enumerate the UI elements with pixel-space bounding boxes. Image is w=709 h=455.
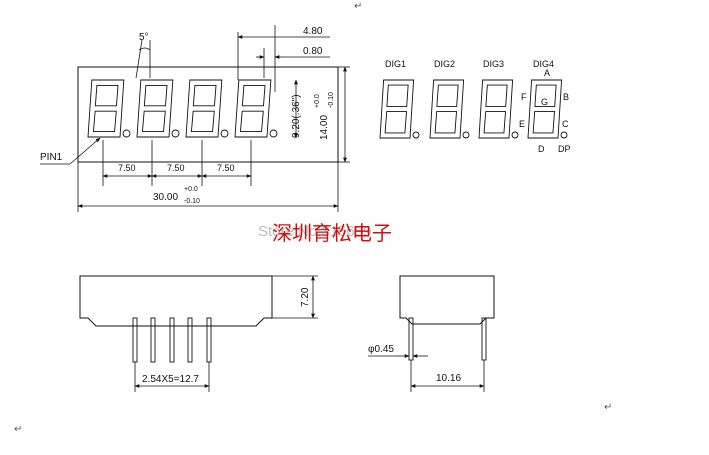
segment-label-c: C: [562, 119, 569, 129]
return-mark: ↵: [604, 402, 612, 413]
seven-segment-digit: [185, 79, 229, 138]
dim-30-tol-plus: +0.0: [184, 186, 198, 193]
segment-label-e: E: [519, 119, 525, 129]
segment-label-d: D: [538, 144, 545, 154]
pin: [150, 317, 156, 363]
dim-row-spacing: 10.16: [436, 373, 461, 384]
angle-line: [135, 39, 143, 79]
digit-label: DIG4: [533, 59, 554, 69]
decimal-point: [220, 129, 229, 138]
pin: [132, 317, 138, 363]
dim-30-tol-minus: -0.10: [184, 198, 200, 205]
digit-upper-window: [143, 84, 168, 107]
segment-diagram: DIG1 DIG2 DIG3 DIG4 A B C D E F G DP: [379, 59, 571, 154]
dim-14-00: 14.00: [319, 115, 330, 140]
digit-outline: [136, 79, 174, 138]
digit-lower-window: [384, 111, 408, 134]
decimal-point: [269, 129, 278, 138]
decimal-point: [511, 131, 519, 139]
segment-label-a: A: [544, 68, 550, 78]
decimal-point: [122, 129, 131, 138]
digit-upper-window: [386, 84, 409, 107]
seven-segment-digit: [478, 79, 519, 139]
front-view: 5° 4.80 0.80 9.20(.36") 14.00 +0.0 -0.10…: [40, 25, 350, 212]
seven-segment-digit: [87, 79, 131, 138]
digit-upper-window: [485, 84, 508, 107]
seven-segment-digit: [234, 79, 278, 138]
watermark-overlay: Store No.315659: [258, 223, 371, 240]
digit-upper-window: [534, 84, 557, 107]
end-pin: [481, 317, 487, 361]
return-mark: ↵: [14, 424, 22, 435]
segment-label-b: B: [563, 92, 569, 102]
display-body-outline: [77, 66, 339, 163]
digit-upper-window: [94, 84, 119, 107]
decimal-point: [412, 131, 420, 139]
side-view: 7.20 2.54X5=12.7: [79, 275, 318, 392]
decimal-point: [462, 131, 470, 139]
segment-label-g: G: [541, 97, 548, 107]
return-mark: ↵: [354, 1, 362, 12]
pin: [206, 317, 212, 363]
digit-upper-window: [241, 84, 266, 107]
digit-outline: [478, 79, 514, 139]
digit-lower-window: [141, 110, 166, 133]
pin: [187, 317, 193, 363]
end-view: φ0.45 10.16: [368, 275, 495, 392]
digit-outline: [379, 79, 415, 139]
digit-outline: [234, 79, 272, 138]
digit-label: DIG1: [385, 59, 406, 69]
digit-lower-window: [532, 111, 556, 134]
digit-outline: [429, 79, 465, 139]
dim-30-00: 30.00: [153, 192, 178, 203]
seven-segment-digit: [379, 79, 420, 139]
digit-outline: [87, 79, 125, 138]
digit-lower-window: [92, 110, 117, 133]
front-digits: [87, 79, 278, 138]
digit-label: DIG3: [483, 59, 504, 69]
pin1-label: PIN1: [40, 152, 63, 163]
dim-14-tol-minus: -0.10: [328, 92, 335, 108]
watermark-text: 深圳育松电子: [272, 221, 392, 245]
dim-9-20: 9.20(.36"): [291, 94, 302, 138]
digit-outline: [185, 79, 223, 138]
side-body-outline: [79, 275, 273, 327]
segment-label-f: F: [521, 92, 527, 102]
digit-lower-window: [483, 111, 507, 134]
decimal-point: [560, 131, 568, 139]
dim-0-80: 0.80: [303, 46, 323, 57]
seven-segment-digit: [136, 79, 180, 138]
dim-4-80: 4.80: [303, 26, 323, 37]
digit-lower-window: [190, 110, 215, 133]
seven-segment-digit: [527, 79, 568, 139]
end-body-outline: [399, 275, 495, 325]
dim-14-tol-plus: +0.0: [314, 94, 321, 108]
pitch-label: 7.50: [118, 163, 136, 173]
digit-outline: [527, 79, 563, 139]
side-pins: [132, 317, 212, 363]
dim-pin-diameter: φ0.45: [368, 344, 394, 355]
digit-lower-window: [239, 110, 264, 133]
segment-label-dp: DP: [558, 144, 571, 154]
angle-label: 5°: [139, 32, 149, 43]
digit-upper-window: [436, 84, 459, 107]
segment-digits: [379, 79, 568, 139]
digit-label: DIG2: [434, 59, 455, 69]
seven-segment-digit: [429, 79, 470, 139]
pitch-label: 7.50: [167, 163, 185, 173]
angle-arc: [138, 47, 151, 51]
pin1-leader: [69, 137, 101, 165]
pin: [169, 317, 175, 363]
dim-7-20: 7.20: [300, 287, 311, 307]
dim-pin-pitch: 2.54X5=12.7: [142, 374, 199, 385]
pitch-label: 7.50: [217, 163, 235, 173]
decimal-point: [171, 129, 180, 138]
digit-upper-window: [192, 84, 217, 107]
digit-lower-window: [434, 111, 458, 134]
